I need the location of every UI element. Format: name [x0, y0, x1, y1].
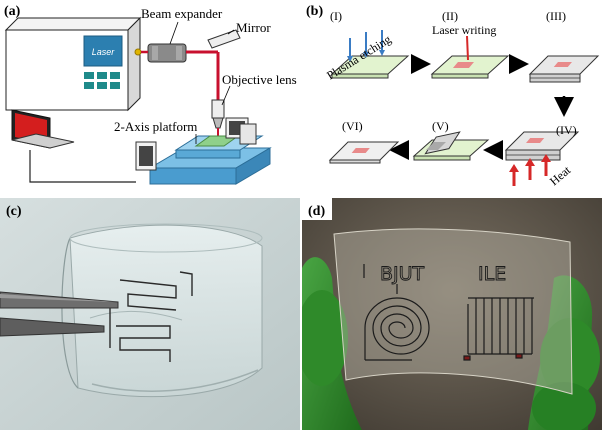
panel-b-label: (b): [306, 4, 323, 19]
stage-vi-slide: [328, 141, 400, 164]
panel-d-photo: BJUT ILE (d): [302, 198, 602, 430]
spiral-electrode: [364, 284, 430, 361]
heat-label: Heat: [547, 163, 574, 189]
mirror-label: Mirror: [236, 20, 271, 35]
laser-box: Laser: [4, 16, 142, 112]
two-axis-platform: [135, 117, 272, 185]
film-text: BJUT ILE: [363, 263, 507, 285]
objective-lens: [211, 99, 225, 129]
panel-c-label: (c): [6, 204, 22, 219]
bjut-text: BJUT: [380, 263, 425, 285]
objective-lens-label: Objective lens: [222, 72, 297, 87]
mirror-shape: [207, 29, 241, 49]
laser-aperture: [134, 48, 142, 56]
panel-c-photo: (c): [0, 198, 300, 430]
platform-label: 2-Axis platform: [114, 119, 197, 134]
stage-iv-label: (IV): [556, 123, 577, 137]
ile-text: ILE: [478, 263, 506, 285]
laptop: [11, 109, 75, 149]
panel-b-process: (b) (I) Plasma etching (II) Laser writin…: [306, 4, 600, 189]
stage-iii-label: (III): [546, 9, 566, 23]
laser-writing-label: Laser writing: [432, 23, 496, 37]
stage-i-label: (I): [330, 9, 342, 23]
panel-a-schematic: Laser: [4, 4, 297, 185]
beam-expander: [147, 43, 187, 63]
stage-ii-label: (II): [442, 9, 458, 23]
comb-electrode: [463, 297, 534, 361]
panel-d-label: (d): [308, 204, 325, 219]
panel-c: (c): [0, 198, 300, 430]
stage-i-slide: [330, 30, 410, 79]
film-electrodes: [109, 271, 193, 362]
panel-b: (b) (I) Plasma etching (II) Laser writin…: [302, 0, 602, 196]
stage-iv-slide: [504, 131, 580, 186]
panel-d-label-bg: [302, 198, 332, 220]
laser-label: Laser: [92, 47, 116, 57]
panel-a: Laser: [0, 0, 300, 196]
stage-v-slide: [412, 131, 490, 161]
stage-vi-label: (VI): [342, 119, 363, 133]
cable: [29, 150, 136, 183]
panel-d: BJUT ILE (d): [302, 198, 602, 430]
stage-v-label: (V): [432, 119, 449, 133]
stage-ii-slide: [430, 35, 510, 79]
green-glove: [302, 257, 600, 430]
stage-iii-slide: [528, 55, 600, 83]
beam-expander-label: Beam expander: [141, 6, 223, 21]
tweezers: [0, 291, 119, 337]
panel-a-label: (a): [4, 4, 21, 19]
curled-film: [61, 223, 263, 398]
